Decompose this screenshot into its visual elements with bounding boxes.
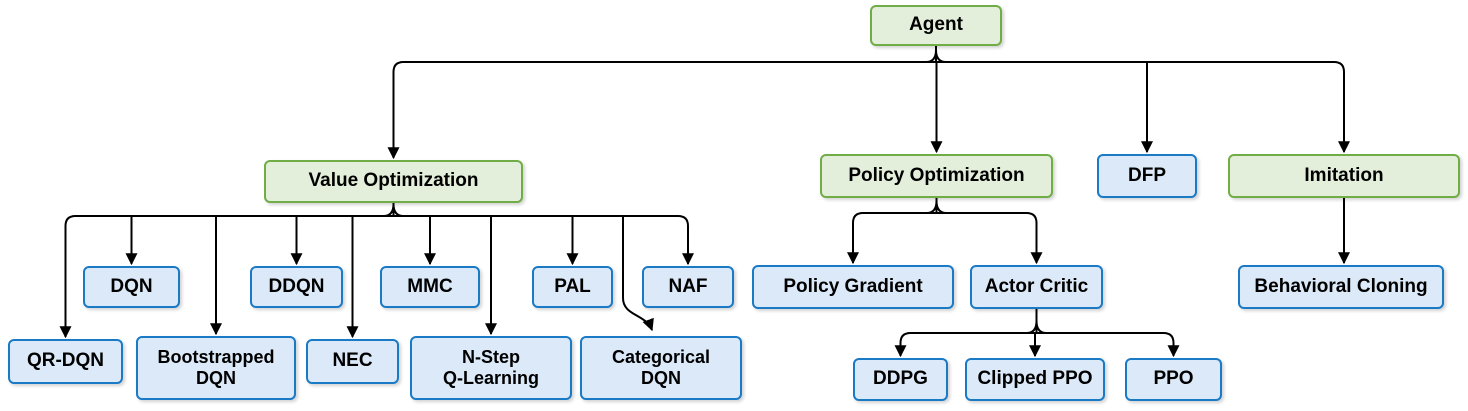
node-label-dqn: DQN <box>110 275 153 297</box>
node-label-dfp: DFP <box>1128 164 1166 186</box>
node-dfp: DFP <box>1097 154 1197 198</box>
node-label-pal: PAL <box>554 275 591 297</box>
node-nec: NEC <box>306 339 399 384</box>
node-ppo: PPO <box>1125 358 1222 401</box>
node-pal: PAL <box>532 266 613 308</box>
node-label-ddqn: DDQN <box>268 275 325 297</box>
node-behavioral-cloning: Behavioral Cloning <box>1238 265 1444 309</box>
node-label-nec: NEC <box>332 350 373 372</box>
node-categorical-dqn: Categorical DQN <box>580 336 742 400</box>
node-label-behavioral-cloning: Behavioral Cloning <box>1254 275 1428 297</box>
node-label-agent: Agent <box>909 14 963 36</box>
node-ddpg: DDPG <box>853 358 948 401</box>
bus-value-optimization <box>64 215 689 227</box>
node-qr-dqn: QR-DQN <box>8 339 123 384</box>
connector-group <box>59 46 1350 358</box>
node-label-ddpg: DDPG <box>873 368 928 390</box>
node-imitation: Imitation <box>1228 154 1460 198</box>
node-dqn: DQN <box>83 266 180 308</box>
node-label-n-step-q-learning: N-Step Q-Learning <box>442 346 539 388</box>
node-label-policy-optimization: Policy Optimization <box>848 164 1025 186</box>
node-label-bootstrapped-dqn: Bootstrapped DQN <box>157 346 275 388</box>
node-label-actor-critic: Actor Critic <box>984 275 1089 297</box>
node-label-categorical-dqn: Categorical DQN <box>611 346 711 388</box>
node-label-policy-gradient: Policy Gradient <box>783 275 923 297</box>
node-label-imitation: Imitation <box>1304 164 1384 186</box>
node-value-optimization: Value Optimization <box>264 160 523 203</box>
node-actor-critic: Actor Critic <box>970 265 1103 309</box>
node-label-naf: NAF <box>668 275 708 297</box>
node-ddqn: DDQN <box>250 266 343 308</box>
node-mmc: MMC <box>380 266 480 308</box>
node-naf: NAF <box>642 266 734 308</box>
node-label-mmc: MMC <box>407 275 453 297</box>
node-label-clipped-ppo: Clipped PPO <box>977 368 1093 390</box>
connector-value-optimization-categorical-dqn <box>622 216 654 332</box>
node-clipped-ppo: Clipped PPO <box>965 358 1105 401</box>
bus-policy-optimization <box>852 212 1038 224</box>
node-policy-optimization: Policy Optimization <box>820 154 1053 198</box>
node-label-qr-dqn: QR-DQN <box>26 350 105 372</box>
node-policy-gradient: Policy Gradient <box>752 265 954 309</box>
node-label-value-optimization: Value Optimization <box>308 170 479 192</box>
node-bootstrapped-dqn: Bootstrapped DQN <box>136 336 296 400</box>
node-n-step-q-learning: N-Step Q-Learning <box>410 336 572 400</box>
bus-agent <box>392 61 1345 73</box>
bus-actor-critic <box>899 332 1175 344</box>
node-agent: Agent <box>870 5 1002 46</box>
node-label-ppo: PPO <box>1153 368 1194 390</box>
